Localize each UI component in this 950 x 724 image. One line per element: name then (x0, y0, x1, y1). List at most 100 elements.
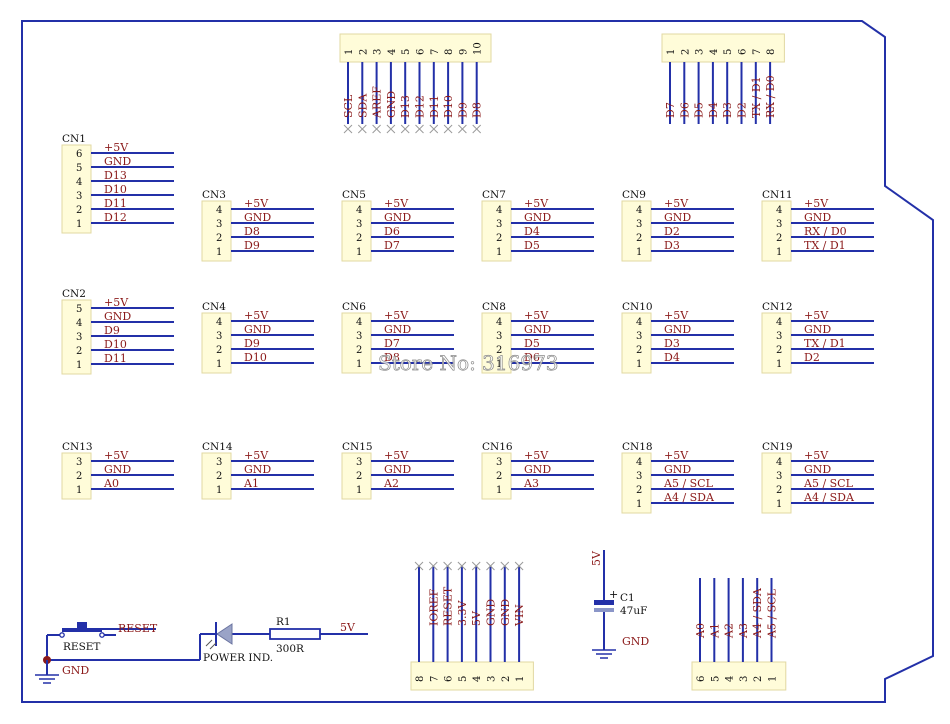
pin-label: D3 (664, 239, 680, 252)
header-pin-number: 3 (739, 676, 750, 682)
pin-number: 3 (636, 331, 642, 342)
header-pin-number: 2 (680, 49, 691, 55)
connector-body (341, 452, 372, 500)
connector-body (481, 312, 512, 374)
pin-label: D8 (244, 225, 260, 238)
reset-circuit: RESET RESET GND (35, 622, 200, 684)
ground-symbol (35, 660, 59, 684)
pin-label: A5 / SCL (803, 477, 854, 490)
header-pin-number: 6 (696, 676, 707, 682)
pin-number: 5 (76, 304, 82, 315)
no-connect-icon (415, 124, 424, 134)
pin-label: +5V (244, 309, 269, 322)
no-connect-icon (429, 124, 439, 134)
pin-label: GND (244, 323, 271, 336)
header-pin-label: SCL (342, 94, 355, 118)
pin-label: D10 (244, 351, 267, 364)
cap-plate-top (594, 600, 614, 605)
connector-name: CN5 (342, 189, 366, 201)
header-body (410, 661, 534, 691)
header-pin-label: SDA (356, 93, 369, 118)
header-pin-number: 1 (666, 49, 677, 55)
pin-number: 3 (496, 457, 502, 468)
pin-number: 2 (776, 345, 782, 356)
header-pin-number: 1 (768, 676, 779, 682)
connector-name: CN2 (62, 288, 86, 300)
pin-number: 2 (496, 345, 502, 356)
pin-label: +5V (384, 309, 409, 322)
reset-net-label: RESET (118, 622, 158, 635)
connector-name: CN1 (62, 133, 86, 145)
header-pin-label: D3 (721, 102, 734, 118)
pin-label: D4 (524, 225, 540, 238)
pin-label: GND (664, 463, 691, 476)
switch-contact-right (99, 632, 105, 638)
header-pin-label: D13 (399, 95, 412, 118)
no-connect-icon (472, 124, 482, 134)
cap-plate-bottom (594, 608, 614, 612)
header-pin-number: 3 (695, 49, 706, 55)
pin-label: D4 (664, 351, 680, 364)
cap-ref: C1 (620, 592, 635, 604)
pin-number: 4 (776, 457, 782, 468)
pin-label: D6 (384, 225, 400, 238)
pin-number: 4 (636, 205, 642, 216)
header-pin-label: D10 (442, 95, 455, 118)
pin-number: 1 (496, 247, 502, 258)
pin-number: 3 (356, 457, 362, 468)
header-pin-label: VIN (513, 604, 526, 627)
no-connect-icon (458, 124, 467, 134)
header-pin-number: 7 (429, 676, 440, 682)
board-outline (21, 20, 934, 703)
no-connect-icon (457, 561, 467, 571)
header-pin-label: D9 (456, 102, 469, 118)
pin-number: 3 (356, 331, 362, 342)
pin-number: 4 (636, 457, 642, 468)
header-pin-label: D4 (707, 102, 720, 118)
pin-label: D9 (244, 337, 260, 350)
pin-number: 4 (356, 317, 362, 328)
header-pin-number: 4 (725, 676, 736, 682)
pin-number: 1 (216, 247, 222, 258)
pin-label: A0 (103, 477, 119, 490)
pin-number: 4 (496, 317, 502, 328)
pin-label: GND (524, 463, 551, 476)
pin-label: A3 (523, 477, 539, 490)
header-pin-number: 5 (401, 49, 412, 55)
pin-number: 4 (776, 317, 782, 328)
connector-name: CN14 (202, 441, 233, 453)
cap-value: 47uF (620, 605, 647, 617)
pin-label: GND (104, 310, 131, 323)
header-pin-number: 3 (373, 49, 384, 55)
no-connect-icon (428, 561, 438, 571)
pin-number: 2 (76, 471, 82, 482)
header-pin-label: GND (485, 599, 498, 626)
header-body (691, 661, 787, 691)
pin-label: GND (384, 211, 411, 224)
no-connect-icon (386, 124, 396, 134)
pin-label: +5V (804, 197, 829, 210)
header-pin-label: A4 / SDA (751, 587, 764, 639)
connector-body (761, 312, 792, 374)
header-pin-label: D12 (414, 95, 427, 118)
reset-switch-label: RESET (63, 641, 100, 653)
pin-number: 2 (496, 233, 502, 244)
pin-number: 1 (356, 485, 362, 496)
pin-number: 6 (76, 149, 82, 160)
header-pin-label: RESET (442, 586, 455, 626)
pin-number: 3 (776, 471, 782, 482)
header-pin-label: D11 (428, 95, 441, 118)
pin-number: 2 (356, 471, 362, 482)
pin-label: D10 (104, 183, 127, 196)
connector-name: CN9 (622, 189, 646, 201)
connector-body (61, 452, 92, 500)
pin-number: 1 (76, 219, 82, 230)
